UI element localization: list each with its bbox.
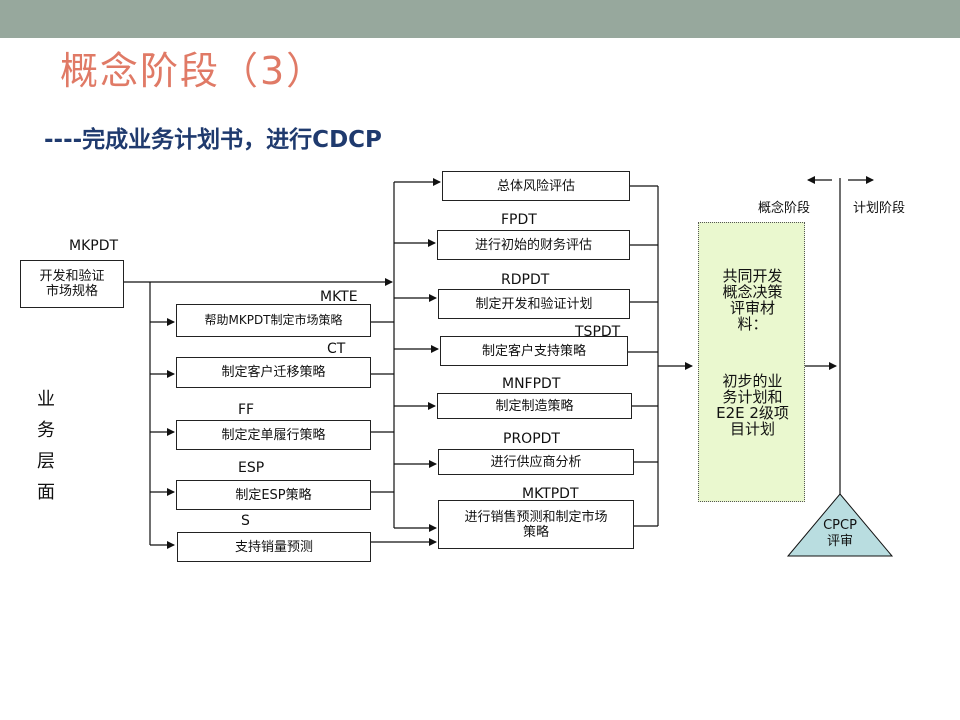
review-label: CPCP 评审 — [823, 518, 857, 549]
task-box-sales-forecast: 进行销售预测和制定市场 策略 — [438, 500, 634, 549]
task-box-supplier-analysis: 进行供应商分析 — [438, 449, 634, 475]
task-box-order-fulfillment: 制定定单履行策略 — [176, 420, 371, 450]
deliverable-text-1: 共同开发 概念决策 评审材 料： — [722, 267, 783, 333]
page-title: 概念阶段（3） — [60, 49, 327, 93]
owner-label-fpdt: FPDT — [501, 212, 537, 228]
task-box-customer-support: 制定客户支持策略 — [440, 336, 628, 366]
page-subtitle: ----完成业务计划书，进行CDCP — [44, 127, 382, 153]
owner-label-mktpdt: MKTPDT — [522, 486, 579, 502]
owner-label-esp: ESP — [238, 460, 265, 476]
task-box-manufacturing: 制定制造策略 — [437, 393, 632, 419]
deliverable-box: 共同开发 概念决策 评审材 料： 初步的业 务计划和 E2E 2级项 目计划 — [698, 222, 805, 502]
task-box-sales-forecast-support: 支持销量预测 — [177, 532, 371, 562]
task-box-dev-verify-plan: 制定开发和验证计划 — [438, 289, 630, 319]
task-box-market-strategy: 帮助MKPDT制定市场策略 — [176, 304, 371, 337]
task-box-customer-migration: 制定客户迁移策略 — [176, 357, 371, 388]
review-triangle — [786, 493, 894, 557]
task-box-financial-assessment: 进行初始的财务评估 — [437, 230, 630, 260]
owner-label-ct: CT — [327, 341, 346, 357]
owner-label-s: S — [241, 513, 250, 529]
top-banner — [0, 0, 960, 38]
start-box: 开发和验证 市场规格 — [20, 260, 124, 308]
side-label: 业务层面 — [37, 389, 55, 503]
owner-label-mnfpdt: MNFPDT — [502, 376, 561, 392]
phase-label-concept: 概念阶段 — [758, 197, 811, 216]
task-box-risk-assessment: 总体风险评估 — [442, 171, 630, 201]
phase-label-plan: 计划阶段 — [853, 197, 906, 216]
owner-label-mkte: MKTE — [320, 289, 358, 305]
owner-label-rdpdt: RDPDT — [501, 272, 550, 288]
task-box-esp-strategy: 制定ESP策略 — [176, 480, 371, 510]
owner-label-propdt: PROPDT — [503, 431, 560, 447]
owner-label-ff: FF — [238, 402, 255, 418]
deliverable-text-2: 初步的业 务计划和 E2E 2级项 目计划 — [716, 372, 789, 438]
start-owner-label: MKPDT — [69, 238, 119, 254]
